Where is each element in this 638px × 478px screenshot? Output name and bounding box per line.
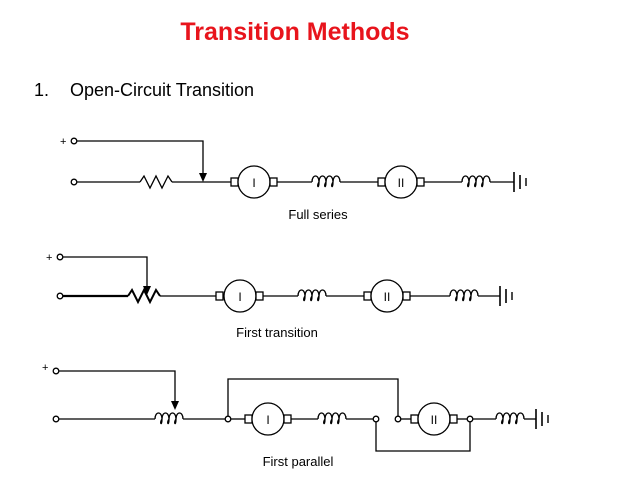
tap-arrowhead [143,286,151,295]
junction-node [224,415,232,423]
caption-full-series: Full series [288,207,348,222]
terminal-plus [70,137,78,145]
circuit-first-transition: + I II First transition [46,252,513,340]
motor-i-label: I [266,413,269,427]
motor-i-label: I [252,176,255,190]
circuit-first-parallel: + I II [42,362,549,469]
tap-line [59,370,176,406]
field-coil-ii [449,289,479,302]
field-coil-i [311,175,341,188]
terminal-minus [70,178,78,186]
tap-arrowhead [171,401,179,410]
terminal-minus [56,292,64,300]
tap-line [63,256,148,291]
motor-ii-label: II [431,413,438,427]
plus-terminal-label: + [60,136,66,148]
list-item-open-circuit: 1. Open-Circuit Transition [34,80,254,101]
motor-ii-brush-left [363,291,372,301]
tap-line [77,140,204,178]
terminal-plus [56,253,64,261]
resistor [139,174,173,190]
terminal-minus [52,415,60,423]
caption-first-transition: First transition [236,325,318,340]
motor-i-brush-right [283,414,292,424]
motor-ii-label: II [398,176,405,190]
motor-ii-brush-left [410,414,419,424]
slide-title: Transition Methods [180,18,410,46]
junction-node [466,415,474,423]
circuit-full-series: + I II Full series [60,136,527,222]
ground-symbol [513,172,527,192]
motor-ii-label: II [384,290,391,304]
caption-first-parallel: First parallel [263,454,334,469]
motor-i-brush-left [230,177,239,187]
resistor [127,287,161,305]
tap-arrowhead [199,173,207,182]
motor-ii-brush-right [416,177,425,187]
field-coil-i [317,412,347,425]
motor-ii-brush-left [377,177,386,187]
motor-ii-brush-right [402,291,411,301]
motor-i-brush-right [255,291,264,301]
motor-i-brush-left [215,291,224,301]
ground-symbol [499,286,513,306]
ground-symbol [535,409,549,429]
field-coil-i [297,289,327,302]
plus-terminal-label: + [46,252,52,264]
motor-i-brush-left [244,414,253,424]
plus-terminal-label: + [42,362,48,374]
motor-ii-brush-right [449,414,458,424]
field-coil-ii [461,175,491,188]
motor-i-label: I [238,290,241,304]
junction-node [372,415,380,423]
terminal-plus [52,367,60,375]
list-item-number: 1. [34,80,50,100]
parallel-bus-bottom [375,422,471,452]
motor-i-brush-right [269,177,278,187]
parallel-bus-top [227,378,399,419]
field-coil-ii [495,412,525,425]
list-item-text: Open-Circuit Transition [70,80,255,100]
starting-coil [154,412,184,425]
junction-node [394,415,402,423]
